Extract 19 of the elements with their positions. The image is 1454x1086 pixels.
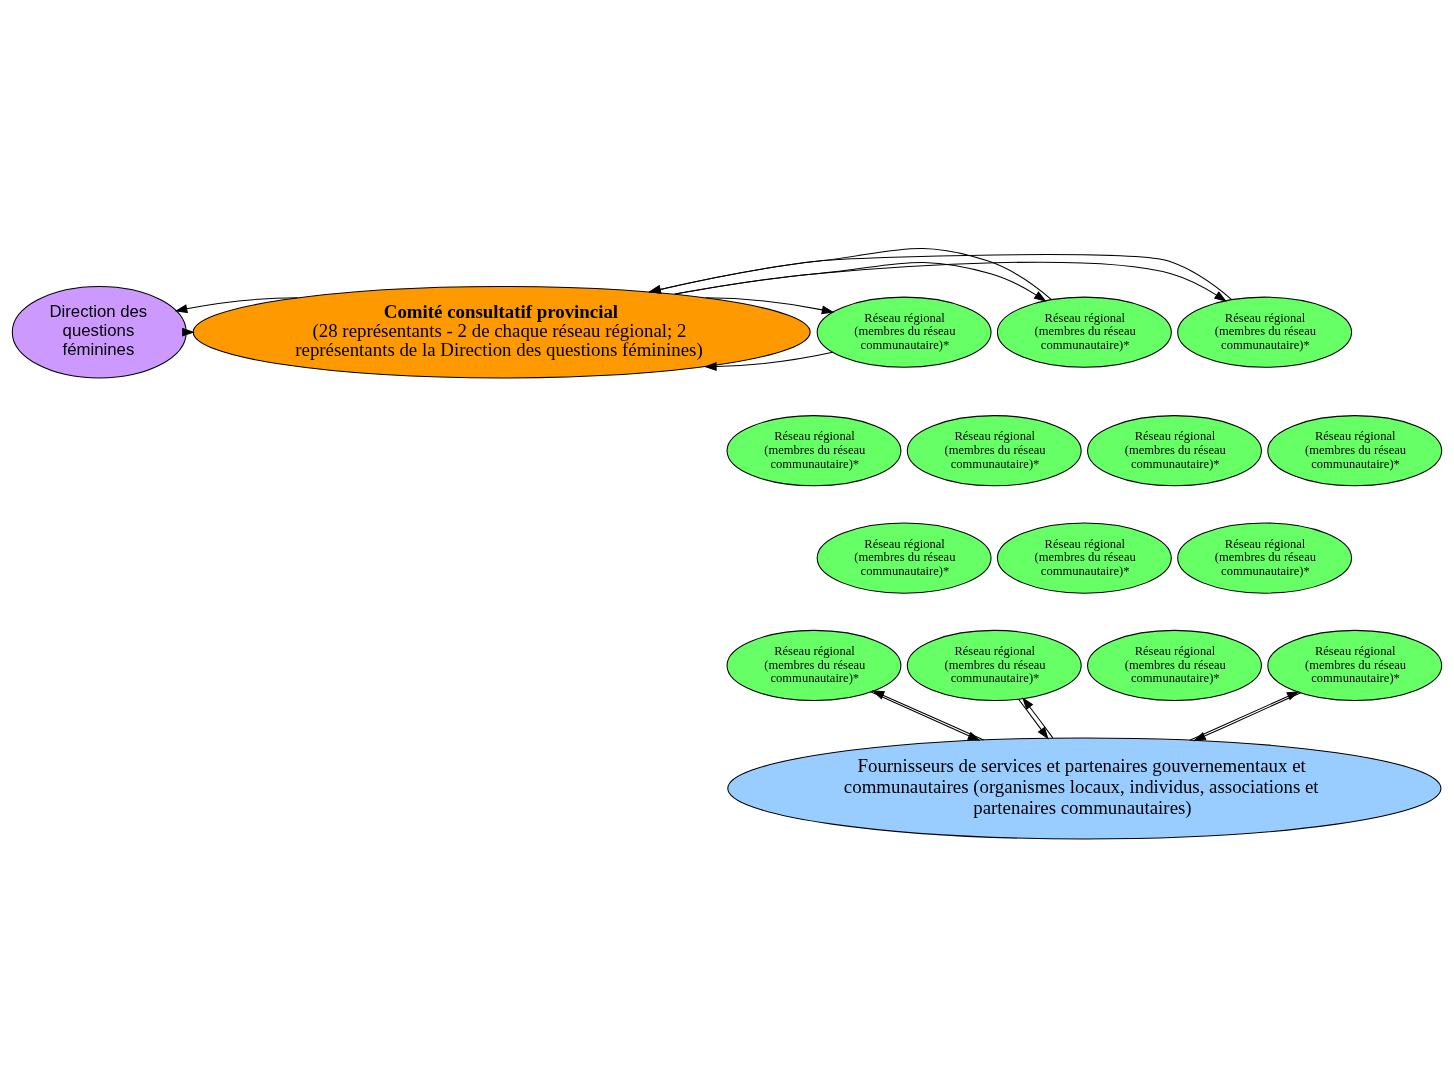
node-ellipse: Réseau régional (membres du réseau communautaire)* — [906, 414, 1082, 486]
arrow — [705, 296, 835, 314]
node-ellipse: Réseau régional (membres du réseau communautaire)* — [996, 296, 1172, 368]
node-ellipse: Réseau régional (membres du réseau communautaire)* — [816, 296, 992, 368]
arrow — [674, 261, 1227, 302]
node-ellipse: Réseau régional (membres du réseau communautaire)* — [1267, 414, 1443, 486]
arrow — [174, 296, 299, 313]
arrow — [704, 351, 834, 371]
node-ellipse: Réseau régional (membres du réseau communautaire)* — [816, 522, 992, 594]
node-ellipse: Fournisseurs de services et partenaires gouvernementaux et communautaires (organismes locaux, individus, associations et partenaires communautaires) — [727, 736, 1442, 839]
arrow — [648, 247, 1052, 300]
node-ellipse: Réseau régional (membres du réseau communautaire)* — [996, 522, 1172, 594]
node-ellipse: Réseau régional (membres du réseau communautaire)* — [1177, 522, 1353, 594]
arrow — [648, 253, 1233, 300]
node-ellipse: Réseau régional (membres du réseau communautaire)* — [1087, 414, 1262, 486]
node-ellipse: Réseau régional (membres du réseau communautaire)* — [1177, 296, 1353, 368]
node-ellipse: Réseau régional (membres du réseau communautaire)* — [906, 629, 1082, 701]
node-ellipse: Réseau régional (membres du réseau communautaire)* — [1087, 629, 1262, 701]
node-ellipse: Réseau régional (membres du réseau communautaire)* — [726, 414, 902, 486]
